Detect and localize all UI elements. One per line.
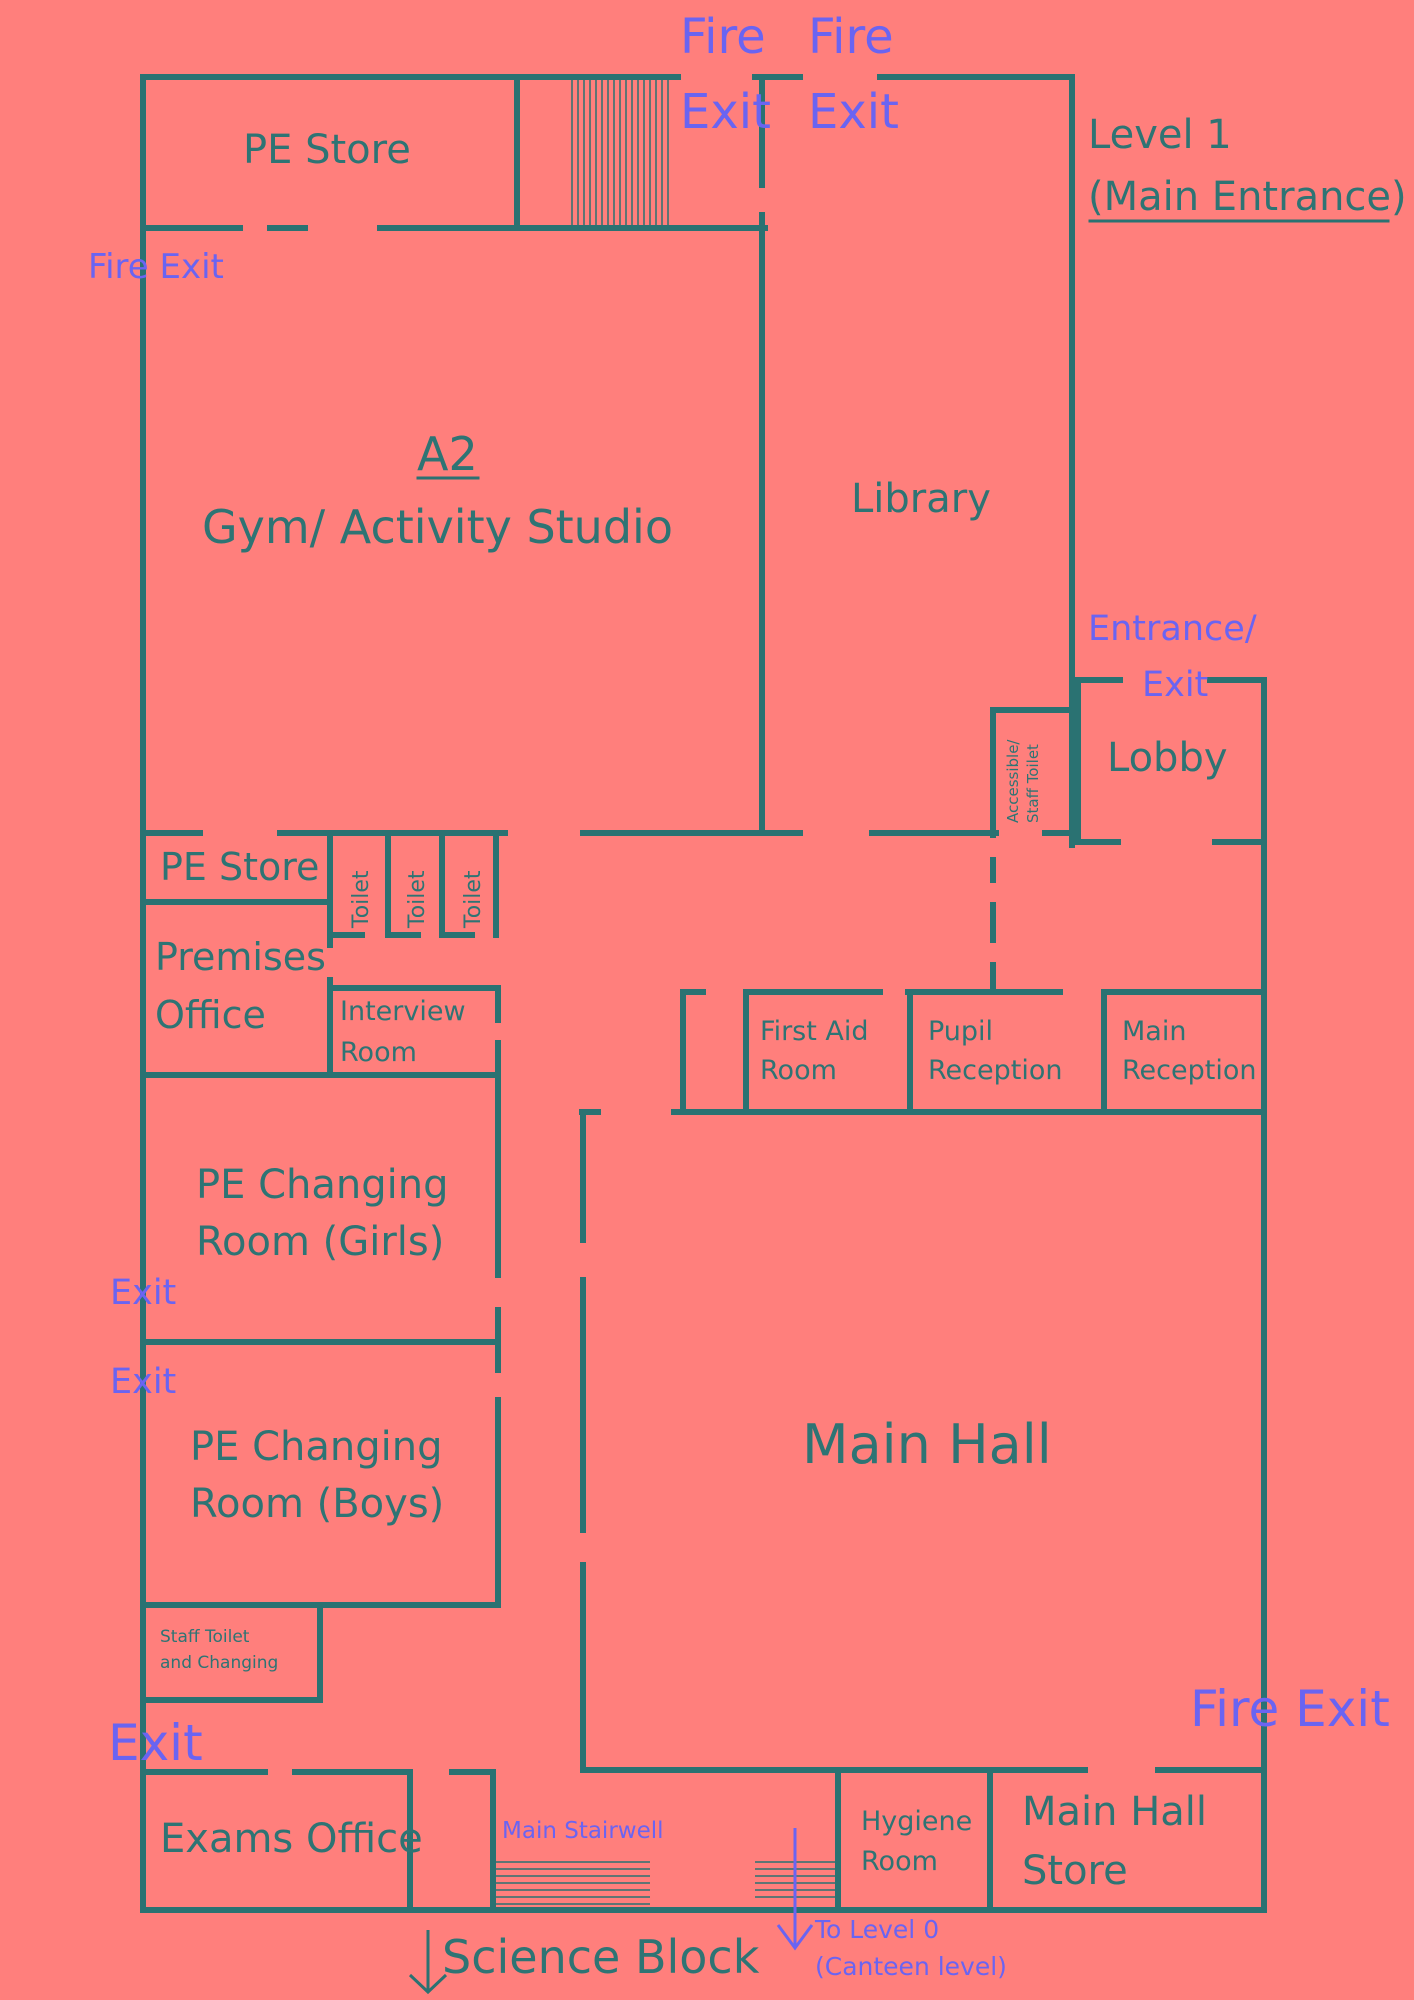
staff-toilet-changing-label: Staff Toilet and Changing — [160, 1627, 278, 1673]
science-block-arrow-icon — [408, 1930, 448, 1995]
gym-label: Gym/ Activity Studio — [202, 500, 673, 554]
first-aid-room-label: First Aid Room — [760, 1016, 877, 1086]
entrance-exit-label: Entrance/ Exit — [1088, 609, 1268, 705]
toilet-label-3: Toilet — [461, 870, 486, 929]
main-hall-label: Main Hall — [802, 1413, 1052, 1476]
pe-store-top-label: PE Store — [243, 127, 411, 173]
main-stairwell-label: Main Stairwell — [502, 1818, 664, 1844]
exams-office-label: Exams Office — [160, 1816, 423, 1862]
changing-room-girls-label: PE Changing Room (Girls) — [196, 1162, 461, 1265]
fire-exit-top-2: Fire Exit — [808, 9, 909, 140]
lobby-label: Lobby — [1107, 735, 1228, 781]
to-level-0-label: To Level 0 (Canteen level) — [814, 1915, 1007, 1981]
gym-code-label: A2 — [417, 427, 478, 481]
hygiene-room-label: Hygiene Room — [861, 1806, 981, 1877]
premises-office-label: Premises Office — [155, 935, 338, 1037]
exit-label-girls: Exit — [110, 1273, 176, 1313]
top-stairs — [571, 80, 669, 226]
accessible-toilet-label: Accessible/ Staff Toilet — [1004, 735, 1042, 823]
level-title: Level 1 — [1088, 112, 1232, 158]
main-reception-label: Main Reception — [1122, 1016, 1256, 1086]
science-block-label: Science Block — [442, 1930, 760, 1984]
interview-room-label: Interview Room — [340, 996, 474, 1068]
fire-exit-top-1: Fire Exit — [680, 9, 781, 140]
toilet-label-2: Toilet — [405, 870, 430, 929]
pupil-reception-label: Pupil Reception — [928, 1016, 1062, 1086]
main-entrance-label: (Main Entrance) — [1088, 174, 1407, 220]
main-hall-store-label: Main Hall Store — [1022, 1789, 1220, 1894]
fire-exit-hall: Fire Exit — [1190, 1680, 1390, 1738]
down-arrow-icon — [776, 1828, 814, 1951]
exit-label-bottom-left: Exit — [108, 1714, 203, 1772]
exit-label-boys: Exit — [110, 1362, 176, 1402]
fire-exit-left: Fire Exit — [88, 247, 224, 287]
pe-store-small-label: PE Store — [160, 845, 319, 889]
main-stairs — [496, 1861, 836, 1905]
library-label: Library — [851, 476, 991, 522]
toilet-label-1: Toilet — [349, 870, 374, 929]
changing-room-boys-label: PE Changing Room (Boys) — [190, 1424, 455, 1527]
walls — [140, 74, 1390, 1913]
